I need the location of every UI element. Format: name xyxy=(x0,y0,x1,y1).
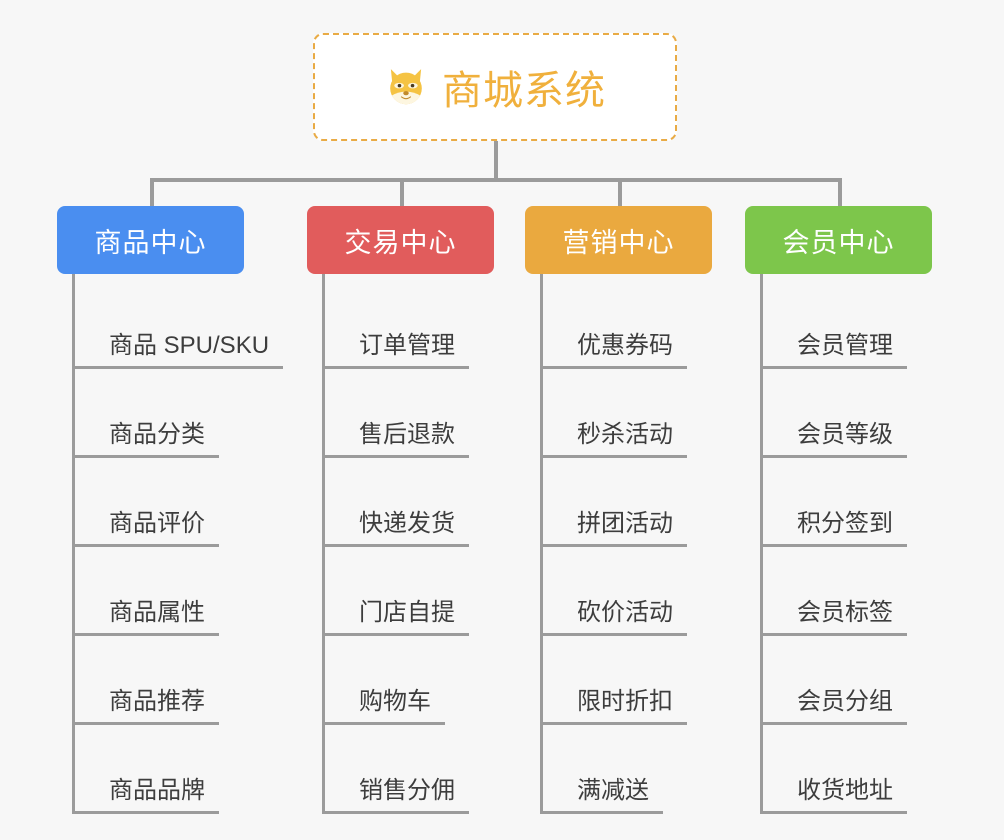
leaf-item[interactable]: 商品 SPU/SKU xyxy=(75,280,337,369)
leaf-item[interactable]: 会员标签 xyxy=(763,547,995,636)
leaf-label: 商品属性 xyxy=(75,592,219,636)
shiba-dog-face-icon xyxy=(384,65,428,109)
leaf-label: 商品评价 xyxy=(75,503,219,547)
branch-column-4: 会员中心 会员管理 会员等级 积分签到 会员标签 会员分组 收货地址 xyxy=(745,206,995,814)
root-title: 商城系统 xyxy=(442,69,606,113)
leaf-label: 快递发货 xyxy=(325,503,469,547)
leaf-item[interactable]: 门店自提 xyxy=(325,547,557,636)
leaf-item[interactable]: 快递发货 xyxy=(325,458,557,547)
leaf-item[interactable]: 销售分佣 xyxy=(325,725,557,814)
branch-column-3: 营销中心 优惠券码 秒杀活动 拼团活动 砍价活动 限时折扣 满减送 xyxy=(525,206,775,814)
leaf-label: 商品分类 xyxy=(75,414,219,458)
leaf-item[interactable]: 购物车 xyxy=(325,636,557,725)
leaf-label: 购物车 xyxy=(325,681,445,725)
branch-header-label-1: 商品中心 xyxy=(94,227,207,258)
branch-header-label-2: 交易中心 xyxy=(344,227,457,258)
leaf-label: 会员等级 xyxy=(763,414,907,458)
branch-header-3[interactable]: 营销中心 xyxy=(525,206,712,274)
leaf-label: 商品品牌 xyxy=(75,770,219,814)
leaf-label: 会员管理 xyxy=(763,325,907,369)
leaf-item[interactable]: 会员管理 xyxy=(763,280,995,369)
leaf-item[interactable]: 积分签到 xyxy=(763,458,995,547)
leaf-label: 会员标签 xyxy=(763,592,907,636)
leaf-item[interactable]: 优惠券码 xyxy=(543,280,775,369)
connector-drop-2 xyxy=(400,178,404,206)
leaf-label: 限时折扣 xyxy=(543,681,687,725)
leaf-item[interactable]: 拼团活动 xyxy=(543,458,775,547)
leaf-label: 满减送 xyxy=(543,770,663,814)
root-node[interactable]: 商城系统 xyxy=(313,33,677,141)
leaf-label: 积分签到 xyxy=(763,503,907,547)
leaf-label: 门店自提 xyxy=(325,592,469,636)
connector-horizontal-bus xyxy=(150,178,838,182)
leaf-label: 销售分佣 xyxy=(325,770,469,814)
leaf-item[interactable]: 满减送 xyxy=(543,725,775,814)
leaf-label: 会员分组 xyxy=(763,681,907,725)
leaf-item[interactable]: 限时折扣 xyxy=(543,636,775,725)
leaf-item[interactable]: 会员分组 xyxy=(763,636,995,725)
branch-header-2[interactable]: 交易中心 xyxy=(307,206,494,274)
leaf-item[interactable]: 订单管理 xyxy=(325,280,557,369)
leaf-label: 商品推荐 xyxy=(75,681,219,725)
leaf-item[interactable]: 商品评价 xyxy=(75,458,337,547)
leaf-item[interactable]: 商品推荐 xyxy=(75,636,337,725)
leaf-label: 订单管理 xyxy=(325,325,469,369)
leaf-label: 优惠券码 xyxy=(543,325,687,369)
connector-drop-4 xyxy=(838,178,842,206)
leaf-item[interactable]: 砍价活动 xyxy=(543,547,775,636)
branch-column-2: 交易中心 订单管理 售后退款 快递发货 门店自提 购物车 销售分佣 xyxy=(307,206,557,814)
branch-body-1: 商品 SPU/SKU 商品分类 商品评价 商品属性 商品推荐 商品品牌 xyxy=(72,274,337,814)
leaf-item[interactable]: 秒杀活动 xyxy=(543,369,775,458)
branch-body-2: 订单管理 售后退款 快递发货 门店自提 购物车 销售分佣 xyxy=(322,274,557,814)
leaf-item[interactable]: 商品属性 xyxy=(75,547,337,636)
connector-drop-3 xyxy=(618,178,622,206)
leaf-label: 拼团活动 xyxy=(543,503,687,547)
leaf-item[interactable]: 售后退款 xyxy=(325,369,557,458)
leaf-label: 收货地址 xyxy=(763,770,907,814)
branch-column-1: 商品中心 商品 SPU/SKU 商品分类 商品评价 商品属性 商品推荐 商品品牌 xyxy=(57,206,337,814)
leaf-item[interactable]: 会员等级 xyxy=(763,369,995,458)
branch-body-3: 优惠券码 秒杀活动 拼团活动 砍价活动 限时折扣 满减送 xyxy=(540,274,775,814)
leaf-label: 售后退款 xyxy=(325,414,469,458)
leaf-label: 砍价活动 xyxy=(543,592,687,636)
leaf-item[interactable]: 收货地址 xyxy=(763,725,995,814)
leaf-item[interactable]: 商品分类 xyxy=(75,369,337,458)
leaf-item[interactable]: 商品品牌 xyxy=(75,725,337,814)
leaf-label: 商品 SPU/SKU xyxy=(75,325,284,369)
branch-header-label-4: 会员中心 xyxy=(782,227,895,258)
branch-body-4: 会员管理 会员等级 积分签到 会员标签 会员分组 收货地址 xyxy=(760,274,995,814)
branch-header-label-3: 营销中心 xyxy=(562,227,675,258)
leaf-label: 秒杀活动 xyxy=(543,414,687,458)
branch-header-1[interactable]: 商品中心 xyxy=(57,206,244,274)
branch-header-4[interactable]: 会员中心 xyxy=(745,206,932,274)
connector-root-stem xyxy=(494,141,498,180)
connector-drop-1 xyxy=(150,178,154,206)
